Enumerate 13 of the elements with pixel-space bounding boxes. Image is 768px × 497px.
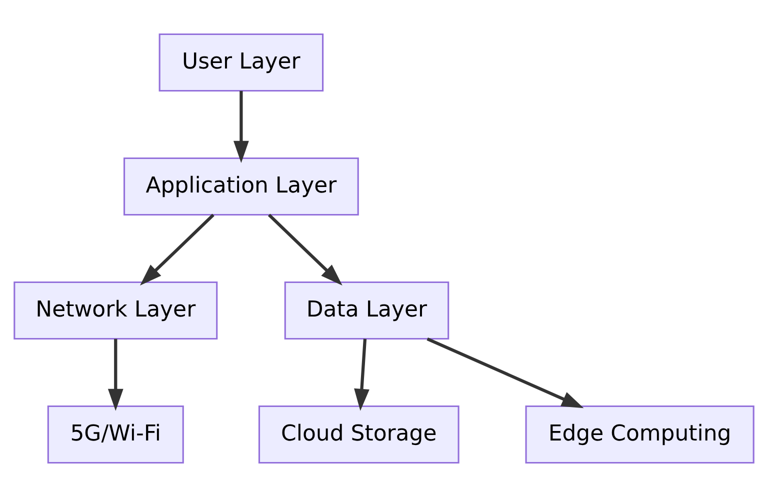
node-box: Data Layer xyxy=(284,281,450,340)
arrow xyxy=(140,214,214,286)
node-box: User Layer xyxy=(158,34,324,92)
arrow xyxy=(233,90,249,163)
node-box: Network Layer xyxy=(14,281,218,340)
arrow xyxy=(354,338,370,411)
arrow xyxy=(426,337,584,408)
node-box: Edge Computing xyxy=(525,405,754,464)
arrow xyxy=(108,338,124,411)
node-box: 5G/Wi-Fi xyxy=(47,405,184,464)
arrow xyxy=(268,214,342,286)
node-box: Cloud Storage xyxy=(258,405,460,464)
node-box: Application Layer xyxy=(123,157,359,216)
